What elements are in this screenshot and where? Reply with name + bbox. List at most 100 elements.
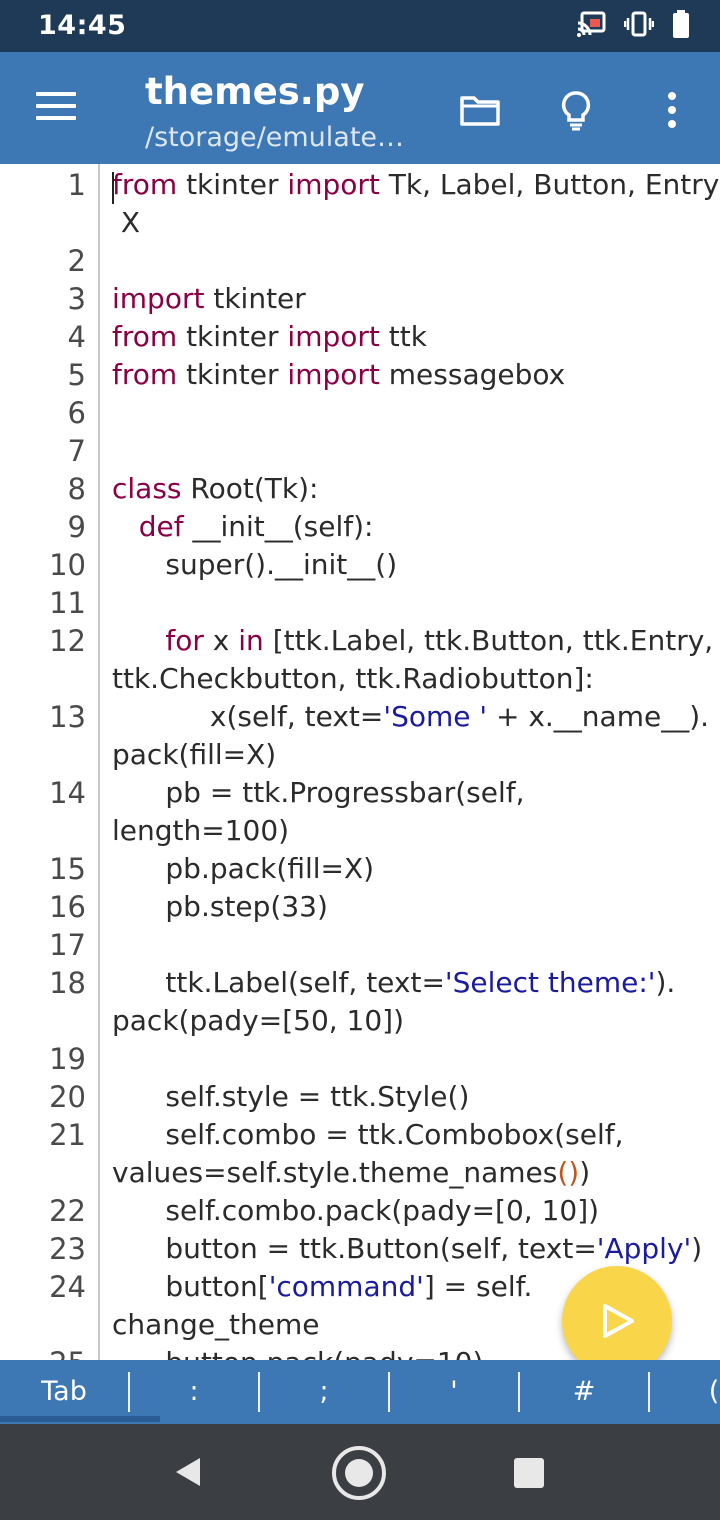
file-path: /storage/emulate… (145, 122, 405, 153)
code-token: button.pack(pady=10) (112, 1346, 483, 1360)
code-token: x(self, text= (112, 700, 384, 733)
code-text: self.combo = ttk.Combobox(self, (112, 1116, 623, 1154)
key-separator (388, 1372, 390, 1412)
string-token: 'Select theme:' (444, 966, 656, 999)
app-bar: themes.py /storage/emulate… (0, 52, 720, 164)
extra-key[interactable]: Tab (41, 1376, 87, 1407)
line-number: 14 (49, 776, 86, 810)
text-cursor (112, 172, 114, 204)
back-icon[interactable] (170, 1454, 206, 1490)
code-text: self.style = ttk.Style() (112, 1078, 469, 1116)
menu-button[interactable] (36, 92, 76, 124)
extra-key[interactable]: # (572, 1376, 596, 1407)
code-token: x (203, 624, 239, 657)
keyword-token: import (287, 358, 380, 391)
lightbulb-icon[interactable] (554, 88, 598, 132)
code-text: X (112, 204, 140, 242)
system-nav-bar (0, 1424, 720, 1520)
code-text: ttk.Checkbutton, ttk.Radiobutton]: (112, 660, 594, 698)
code-token: values=self.style.theme_names (112, 1156, 558, 1189)
status-time: 14:45 (38, 10, 127, 41)
extra-key[interactable]: ' (450, 1376, 458, 1407)
code-token: pb.step(33) (112, 890, 328, 923)
string-token: 'Some ' (383, 700, 488, 733)
run-button[interactable] (562, 1266, 672, 1376)
code-token (112, 510, 139, 543)
key-separator (128, 1372, 130, 1412)
code-text: super().__init__() (112, 546, 397, 584)
code-token: tkinter (204, 282, 306, 315)
code-text: import tkinter (112, 280, 306, 318)
code-text: button['command'] = self. (112, 1268, 532, 1306)
line-number: 5 (67, 358, 86, 392)
line-number: 8 (67, 472, 86, 506)
code-token: ttk (379, 320, 427, 353)
code-token: ). (655, 966, 676, 999)
line-number: 10 (49, 548, 86, 582)
keyword-token: for (165, 624, 204, 657)
home-icon[interactable] (330, 1444, 388, 1502)
string-token: 'command' (268, 1270, 424, 1303)
line-number: 12 (49, 624, 86, 658)
code-text: from tkinter import Tk, Label, Button, E… (112, 166, 720, 204)
extra-key[interactable]: ; (319, 1376, 329, 1407)
hamburger-icon (36, 92, 76, 96)
code-token: ttk.Checkbutton, ttk.Radiobutton]: (112, 662, 594, 695)
more-vert-icon[interactable] (650, 88, 694, 132)
line-number: 15 (49, 852, 86, 886)
file-title: themes.py (145, 70, 365, 113)
code-text: for x in [ttk.Label, ttk.Button, ttk.Ent… (112, 622, 713, 660)
code-text: values=self.style.theme_names()) (112, 1154, 590, 1192)
keyword-token: class (112, 472, 182, 505)
code-token: ) (691, 1232, 703, 1265)
code-text: pack(pady=[50, 10]) (112, 1002, 404, 1040)
code-text: button.pack(pady=10) (112, 1344, 483, 1360)
status-icons (576, 10, 690, 38)
extra-key[interactable]: ( (708, 1376, 720, 1407)
extra-keys-bar: Tab:; ' # ( (0, 1360, 720, 1424)
battery-icon (673, 10, 689, 38)
line-number: 17 (49, 928, 86, 962)
line-number: 11 (49, 586, 86, 620)
keyword-token: from (112, 320, 178, 353)
code-token: () (557, 1156, 580, 1189)
line-number: 23 (49, 1232, 86, 1266)
line-number: 22 (49, 1194, 86, 1228)
code-text: length=100) (112, 812, 289, 850)
code-text: pack(fill=X) (112, 736, 276, 774)
key-separator (258, 1372, 260, 1412)
code-token: button[ (112, 1270, 269, 1303)
code-token: tkinter (177, 168, 288, 201)
code-token: Tk, Label, Button, Entry, (379, 168, 720, 201)
code-text: from tkinter import ttk (112, 318, 427, 356)
code-text: x(self, text='Some ' + x.__name__). (112, 698, 709, 736)
folder-icon[interactable] (458, 88, 502, 132)
line-number: 19 (49, 1042, 86, 1076)
code-text: class Root(Tk): (112, 470, 318, 508)
code-text: ttk.Label(self, text='Select theme:'). (112, 964, 675, 1002)
line-number: 6 (67, 396, 86, 430)
tab-key-indicator (0, 1416, 160, 1422)
line-number: 16 (49, 890, 86, 924)
code-text: button = ttk.Button(self, text='Apply') (112, 1230, 702, 1268)
line-number: 24 (49, 1270, 86, 1304)
code-token: button = ttk.Button(self, text= (112, 1232, 597, 1265)
code-text: pb.step(33) (112, 888, 328, 926)
code-text: pb.pack(fill=X) (112, 850, 374, 888)
line-number: 2 (67, 244, 86, 278)
vibrate-icon (624, 11, 654, 37)
cast-icon (577, 11, 606, 37)
keyword-token: from (112, 168, 178, 201)
gutter-divider (98, 164, 100, 1360)
keyword-token: import (112, 282, 205, 315)
code-token: Root(Tk): (181, 472, 319, 505)
code-token: messagebox (379, 358, 566, 391)
code-text: change_theme (112, 1306, 320, 1344)
keyword-token: from (112, 358, 178, 391)
extra-key[interactable]: : (189, 1376, 199, 1407)
code-token: pack(pady=[50, 10]) (112, 1004, 405, 1037)
recents-icon[interactable] (512, 1456, 546, 1490)
code-text: pb = ttk.Progressbar(self, (112, 774, 524, 812)
line-number: 13 (49, 700, 86, 734)
